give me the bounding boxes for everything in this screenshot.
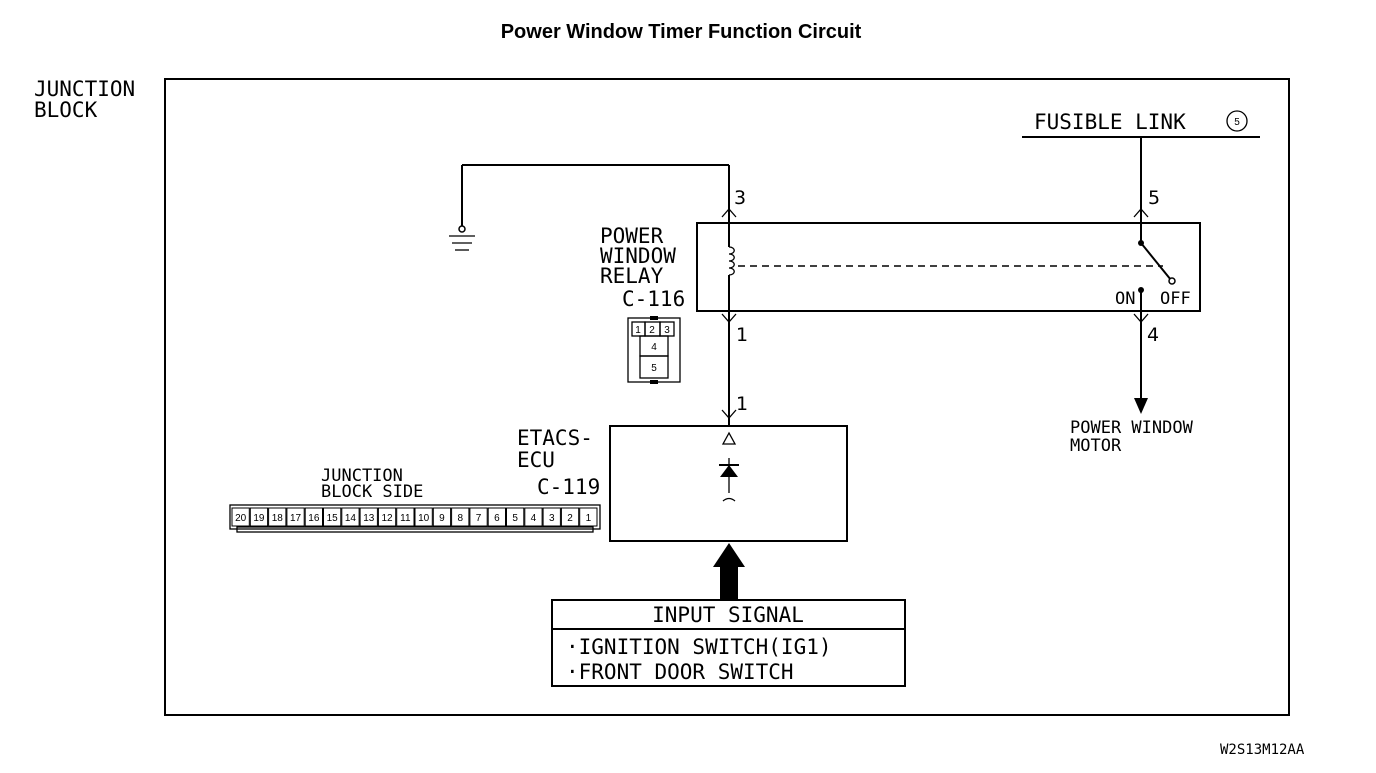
ecu-connector-id: C-119 bbox=[537, 475, 600, 499]
relay-coil bbox=[728, 246, 735, 276]
relay-label-2: WINDOW bbox=[600, 244, 676, 268]
relay-connector-pin: 3 bbox=[664, 325, 670, 336]
jb-side-pin-cell bbox=[560, 507, 580, 527]
jb-side-pin-cell bbox=[268, 507, 287, 527]
jb-side-pin: 9 bbox=[439, 513, 445, 524]
power-window-relay bbox=[696, 222, 1201, 312]
diagram-title: Power Window Timer Function Circuit bbox=[501, 21, 862, 43]
jb-side-pin-cell bbox=[286, 507, 305, 527]
jb-side-pin-cell bbox=[487, 507, 507, 527]
ecu-diode-icon bbox=[720, 465, 738, 477]
jb-side-pin: 14 bbox=[345, 513, 357, 524]
junction-block-side-connector bbox=[229, 504, 601, 533]
jb-side-pin-cell bbox=[524, 507, 543, 527]
jb-side-pin: 19 bbox=[253, 513, 265, 524]
relay-connector-pin: 5 bbox=[651, 363, 657, 374]
jb-side-pin: 7 bbox=[476, 513, 482, 524]
relay-pin-3: 3 bbox=[734, 187, 746, 209]
fusible-link-number-circle bbox=[1226, 110, 1248, 132]
jb-side-label-2: BLOCK SIDE bbox=[321, 482, 423, 502]
relay-connector-pin: 4 bbox=[651, 342, 657, 353]
jb-side-pin: 8 bbox=[457, 513, 463, 524]
jb-side-pin: 17 bbox=[290, 513, 302, 524]
jb-side-pin-cell bbox=[323, 507, 342, 527]
etacs-ecu bbox=[609, 425, 848, 542]
figure-code: W2S13M12AA bbox=[1220, 742, 1305, 758]
relay-connector-pin: 2 bbox=[649, 325, 655, 336]
jb-side-pin: 18 bbox=[272, 513, 284, 524]
input-signal-arrow bbox=[713, 543, 745, 600]
relay-pin-1: 1 bbox=[736, 324, 748, 346]
ecu-ground-curl bbox=[722, 497, 736, 502]
jb-side-pin-cell bbox=[249, 507, 269, 527]
fusible-link-label: FUSIBLE LINK bbox=[1034, 110, 1186, 134]
jb-side-pin-cell bbox=[377, 507, 397, 527]
jb-side-pin: 15 bbox=[327, 513, 339, 524]
ecu-label-2: ECU bbox=[517, 448, 555, 472]
relay-contact-off bbox=[1168, 277, 1176, 285]
jb-side-pin-cell bbox=[451, 507, 470, 527]
jb-side-pin: 10 bbox=[418, 513, 430, 524]
ecu-input-triangle bbox=[721, 431, 737, 445]
fusible-link-number: 5 bbox=[1234, 117, 1240, 128]
jb-side-pin-cell bbox=[579, 507, 598, 527]
jb-side-pin-cell bbox=[506, 507, 525, 527]
ground-icon bbox=[449, 225, 475, 251]
relay-switch-blade bbox=[1140, 242, 1172, 281]
jb-side-pin: 16 bbox=[308, 513, 320, 524]
jb-side-label-1: JUNCTION bbox=[321, 466, 403, 486]
motor-label-1: POWER WINDOW bbox=[1070, 418, 1194, 438]
junction-block-frame bbox=[164, 78, 1290, 716]
jb-side-pin: 12 bbox=[381, 513, 393, 524]
input-signal-header: INPUT SIGNAL bbox=[652, 603, 804, 627]
jb-side-pin: 5 bbox=[512, 513, 518, 524]
jb-side-pin-cell bbox=[414, 507, 433, 527]
jb-side-pin: 6 bbox=[494, 513, 500, 524]
ecu-pin1-arrow bbox=[721, 409, 737, 419]
jb-side-pin-cell bbox=[432, 507, 452, 527]
relay-connector-pin: 1 bbox=[635, 325, 641, 336]
relay-connector-face bbox=[627, 316, 681, 384]
jb-side-pin: 1 bbox=[586, 513, 592, 524]
jb-side-pin-cell bbox=[359, 507, 378, 527]
input-signal-item: ·FRONT DOOR SWITCH bbox=[566, 660, 794, 684]
relay-pin5-arrow bbox=[1133, 208, 1149, 218]
input-signal-box bbox=[551, 599, 906, 687]
jb-side-pin: 13 bbox=[363, 513, 375, 524]
jb-side-pin-cell bbox=[341, 507, 360, 527]
jb-side-pin: 11 bbox=[400, 513, 411, 524]
relay-pin-4: 4 bbox=[1147, 324, 1159, 346]
jb-side-pin: 4 bbox=[531, 513, 537, 524]
jb-side-pin: 3 bbox=[549, 513, 555, 524]
motor-arrow bbox=[1134, 398, 1148, 414]
ecu-pin-1: 1 bbox=[736, 393, 748, 415]
motor-label-2: MOTOR bbox=[1070, 436, 1122, 456]
jb-side-pin-cell bbox=[231, 507, 250, 527]
relay-switch-off: OFF bbox=[1160, 289, 1191, 309]
jb-side-pin-cell bbox=[542, 507, 561, 527]
jb-side-pin-cell bbox=[396, 507, 415, 527]
relay-pin-5: 5 bbox=[1148, 187, 1160, 209]
ecu-label-1: ETACS- bbox=[517, 426, 593, 450]
relay-label-1: POWER bbox=[600, 224, 664, 248]
jb-side-pin: 20 bbox=[235, 513, 247, 524]
relay-connector-id: C-116 bbox=[622, 287, 685, 311]
relay-label-3: RELAY bbox=[600, 264, 664, 288]
input-signal-item: ·IGNITION SWITCH(IG1) bbox=[566, 635, 832, 659]
junction-block-label-1: JUNCTION bbox=[34, 77, 135, 101]
relay-pin3-arrow bbox=[721, 208, 737, 218]
jb-side-pin-cell bbox=[304, 507, 324, 527]
jb-side-pin: 2 bbox=[567, 513, 573, 524]
junction-block-label-2: BLOCK bbox=[34, 98, 98, 122]
jb-side-pin-cell bbox=[469, 507, 488, 527]
relay-switch-on: ON bbox=[1115, 289, 1135, 309]
